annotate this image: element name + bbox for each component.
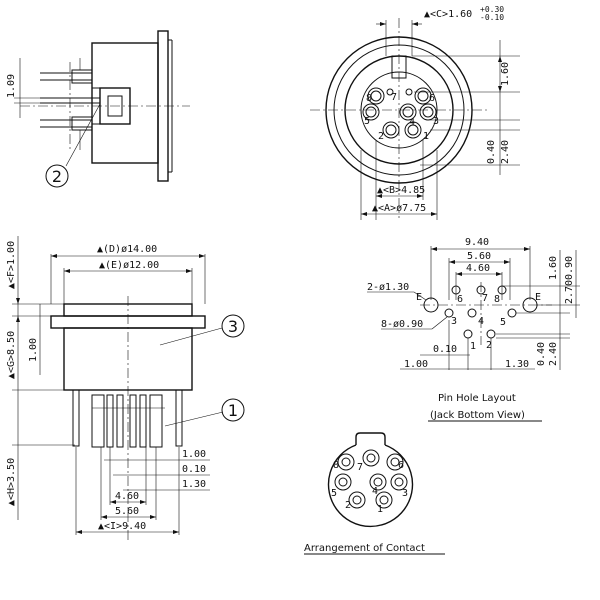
- pl-pin-7: 7: [482, 293, 488, 304]
- pl-pin-1: 1: [470, 341, 476, 352]
- pl-caption-1: Pin Hole Layout: [438, 393, 516, 404]
- contact-caption: Arrangement of Contact: [304, 543, 425, 554]
- callout-3-circle: [221, 314, 245, 338]
- front-keyway: [391, 55, 407, 79]
- callout-1-circle: [221, 398, 245, 422]
- contact-pins: [334, 449, 408, 509]
- dim-2-40: 2.40: [500, 140, 511, 164]
- pl-pin-6: 6: [457, 294, 463, 305]
- dim-0-40: 0.40: [486, 140, 497, 164]
- front-pin-7: 7: [391, 92, 397, 103]
- dim-f: ▲<F>1.00: [6, 241, 17, 289]
- dim-g: ▲<G>8.50: [6, 331, 17, 379]
- pin-hole-layout: 9.40 5.60 4.60 E E 6 7 8 3: [367, 237, 580, 422]
- front-pins: [362, 87, 437, 139]
- contact-pin-7: 7: [357, 462, 363, 473]
- pl-pin-2: 2: [486, 340, 492, 351]
- dim-b: ▲<B>4.85: [377, 185, 425, 196]
- dim-1-60: 1.60: [500, 62, 511, 86]
- pl-dim-0-10: 0.10: [433, 344, 457, 355]
- front-pin-2: 2: [378, 131, 384, 142]
- pl-dim-5-60: 5.60: [467, 251, 491, 262]
- front-pin-4: 4: [409, 117, 415, 128]
- section-view: ▲(D)ø14.00 ▲(E)ø12.00 ▲<F>1.00 ▲<G>8.50 …: [6, 236, 245, 540]
- front-pin-5: 5: [364, 116, 370, 127]
- dim-4-60-bottom: 4.60: [115, 491, 139, 502]
- pl-dim-0-40: 0.40: [536, 342, 547, 366]
- contact-pin-3: 3: [402, 488, 408, 499]
- callout-2: 2: [52, 167, 62, 186]
- dim-r-0-10: 0.10: [182, 464, 206, 475]
- pl-dim-1-60: 1.60: [548, 256, 559, 280]
- dim-r-1-30: 1.30: [182, 479, 206, 490]
- pl-dim-4-60: 4.60: [466, 263, 490, 274]
- svg-text:-0.10: -0.10: [480, 13, 504, 22]
- pl-dim-9-40: 9.40: [465, 237, 489, 248]
- svg-text:+0.30: +0.30: [480, 5, 504, 14]
- contact-pin-5: 5: [331, 488, 337, 499]
- front-view: ▲<C>1.60 +0.30 -0.10 8 7 6 5 4 3 2 1: [310, 5, 520, 220]
- pl-pin-5: 5: [500, 317, 506, 328]
- pl-dim-0-90: 0.90: [564, 256, 575, 280]
- front-pin-1: 1: [423, 131, 429, 142]
- pl-hole-pin-label: 8-ø0.90: [381, 319, 423, 330]
- dim-1-09: 1.09: [6, 74, 17, 98]
- contact-pin-8: 8: [333, 460, 339, 471]
- pl-holes: [423, 285, 538, 339]
- dim-e: ▲(E)ø12.00: [99, 260, 159, 271]
- pl-dim-2-40: 2.40: [548, 342, 559, 366]
- front-pin-3: 3: [433, 116, 439, 127]
- callout-3: 3: [228, 317, 238, 336]
- pl-dim-1-30: 1.30: [505, 359, 529, 370]
- dim-r-1-00: 1.00: [182, 449, 206, 460]
- pl-pin-3: 3: [451, 316, 457, 327]
- pl-e-left: E: [416, 292, 422, 303]
- contact-pin-2: 2: [345, 500, 351, 511]
- section-pins: [72, 389, 183, 448]
- dim-a: ▲<A>ø7.75: [372, 203, 426, 214]
- pl-dim-1-00: 1.00: [404, 359, 428, 370]
- dim-i: ▲<I>9.40: [98, 521, 146, 532]
- dim-1-00-left: 1.00: [28, 338, 39, 362]
- dim-c: ▲<C>1.60: [424, 9, 472, 20]
- side-ground-lug: [92, 87, 131, 125]
- contact-pin-6: 6: [398, 460, 404, 471]
- front-pin-6: 6: [429, 93, 435, 104]
- side-body: [91, 42, 159, 164]
- pl-pin-8: 8: [494, 294, 500, 305]
- contact-arrangement: 8 7 6 5 4 3 2 1 Arrangement of Contact: [304, 432, 445, 555]
- callout-2-circle: [45, 164, 69, 188]
- dim-5-60-bottom: 5.60: [115, 506, 139, 517]
- dim-d: ▲(D)ø14.00: [97, 244, 157, 255]
- callout-1: 1: [228, 401, 238, 420]
- pl-pin-4: 4: [478, 316, 484, 327]
- contact-outline: [327, 444, 414, 528]
- contact-pin-1: 1: [377, 504, 383, 515]
- contact-pin-4: 4: [372, 486, 378, 497]
- pl-hole-e-label: 2-ø1.30: [367, 282, 409, 293]
- pl-dim-2-70: 2.70: [564, 280, 575, 304]
- pl-e-right: E: [535, 292, 541, 303]
- pl-caption-2: (Jack Bottom View): [430, 410, 525, 421]
- dim-h: ▲<H>3.50: [6, 458, 17, 506]
- side-view: 1.09 2: [6, 30, 190, 188]
- front-pin-8: 8: [366, 93, 372, 104]
